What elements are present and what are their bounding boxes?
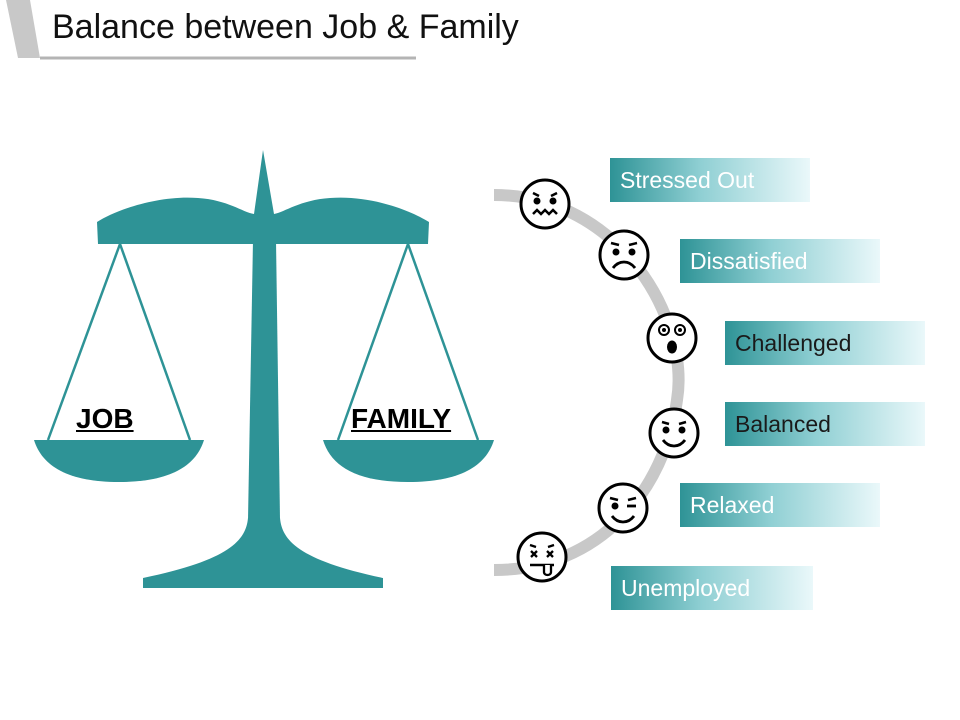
state-label-balanced: Balanced xyxy=(735,411,831,437)
state-label-bg xyxy=(680,239,880,283)
state-label-bg xyxy=(610,158,810,202)
state-label-bg xyxy=(725,321,925,365)
left-pan xyxy=(34,440,204,482)
left-string xyxy=(46,243,122,441)
title-tab xyxy=(6,0,40,58)
grimacing-face-icon xyxy=(519,178,571,230)
right-string xyxy=(406,243,480,441)
state-label-bg xyxy=(725,402,925,446)
winking-face-icon xyxy=(597,482,649,534)
state-label-bg xyxy=(611,566,813,610)
job-label: JOB xyxy=(76,403,134,434)
title-decoration xyxy=(6,0,416,60)
dizzy-face-icon xyxy=(516,531,568,583)
state-label-bg xyxy=(680,483,880,527)
surprised-face-icon xyxy=(646,312,698,364)
mood-arc xyxy=(493,189,685,576)
right-string xyxy=(336,243,410,441)
scale-base xyxy=(143,518,383,588)
state-label-dissatisfied: Dissatisfied xyxy=(690,248,808,274)
page-title: Balance between Job & Family xyxy=(52,8,519,46)
smiling-face-icon xyxy=(648,407,700,459)
frowning-face-icon xyxy=(598,229,650,281)
state-label-challenged: Challenged xyxy=(735,330,852,356)
state-label-stressed-out: Stressed Out xyxy=(620,167,755,193)
family-label: FAMILY xyxy=(351,403,452,434)
state-label-unemployed: Unemployed xyxy=(621,575,751,601)
state-label-relaxed: Relaxed xyxy=(690,492,775,518)
scale-pillar xyxy=(248,240,280,520)
right-pan xyxy=(323,440,494,482)
scale-beam xyxy=(97,150,429,244)
left-string xyxy=(118,243,192,441)
balance-scale-icon xyxy=(34,150,494,588)
